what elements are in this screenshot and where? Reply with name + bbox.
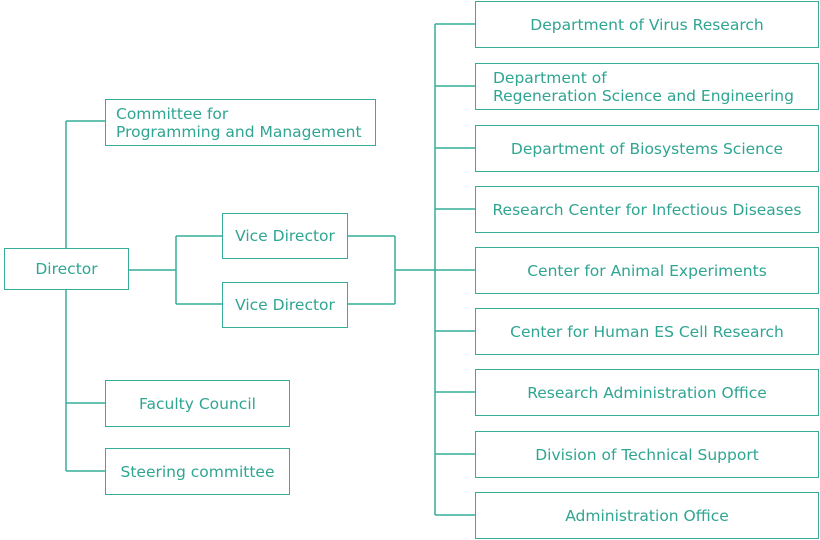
vice-director-box-1: Vice Director <box>222 213 348 259</box>
department-label: Center for Animal Experiments <box>527 261 767 280</box>
faculty-council-label: Faculty Council <box>139 394 256 413</box>
department-box-human-es-cell: Center for Human ES Cell Research <box>475 308 819 355</box>
department-label: Department of Virus Research <box>530 15 764 34</box>
steering-committee-label: Steering committee <box>120 462 275 481</box>
department-box-technical-support: Division of Technical Support <box>475 431 819 478</box>
department-box-animal-experiments: Center for Animal Experiments <box>475 247 819 294</box>
vice-director-box-2: Vice Director <box>222 282 348 328</box>
committee-programming-box: Committee for Programming and Management <box>105 99 376 146</box>
steering-committee-box: Steering committee <box>105 448 290 495</box>
committee-programming-label: Committee for Programming and Management <box>116 104 362 141</box>
department-label: Division of Technical Support <box>535 445 759 464</box>
department-label: Administration Office <box>565 506 729 525</box>
department-label: Department of Biosystems Science <box>510 139 784 158</box>
faculty-council-box: Faculty Council <box>105 380 290 427</box>
vice-director-label-2: Vice Director <box>235 296 335 314</box>
director-label: Director <box>35 260 98 278</box>
department-label: Research Administration Office <box>527 383 767 402</box>
department-box-research-administration: Research Administration Office <box>475 369 819 416</box>
department-box-administration-office: Administration Office <box>475 492 819 539</box>
department-box-biosystems-science: Department of Biosystems Science <box>475 125 819 172</box>
vice-director-label-1: Vice Director <box>235 227 335 245</box>
department-box-regeneration-science: Department of Regeneration Science and E… <box>475 63 819 110</box>
department-label: Center for Human ES Cell Research <box>510 322 784 341</box>
director-box: Director <box>4 248 129 290</box>
department-label: Research Center for Infectious Diseases <box>492 200 802 219</box>
department-box-infectious-diseases: Research Center for Infectious Diseases <box>475 186 819 233</box>
department-label: Department of Regeneration Science and E… <box>493 68 794 105</box>
department-box-virus-research: Department of Virus Research <box>475 1 819 48</box>
